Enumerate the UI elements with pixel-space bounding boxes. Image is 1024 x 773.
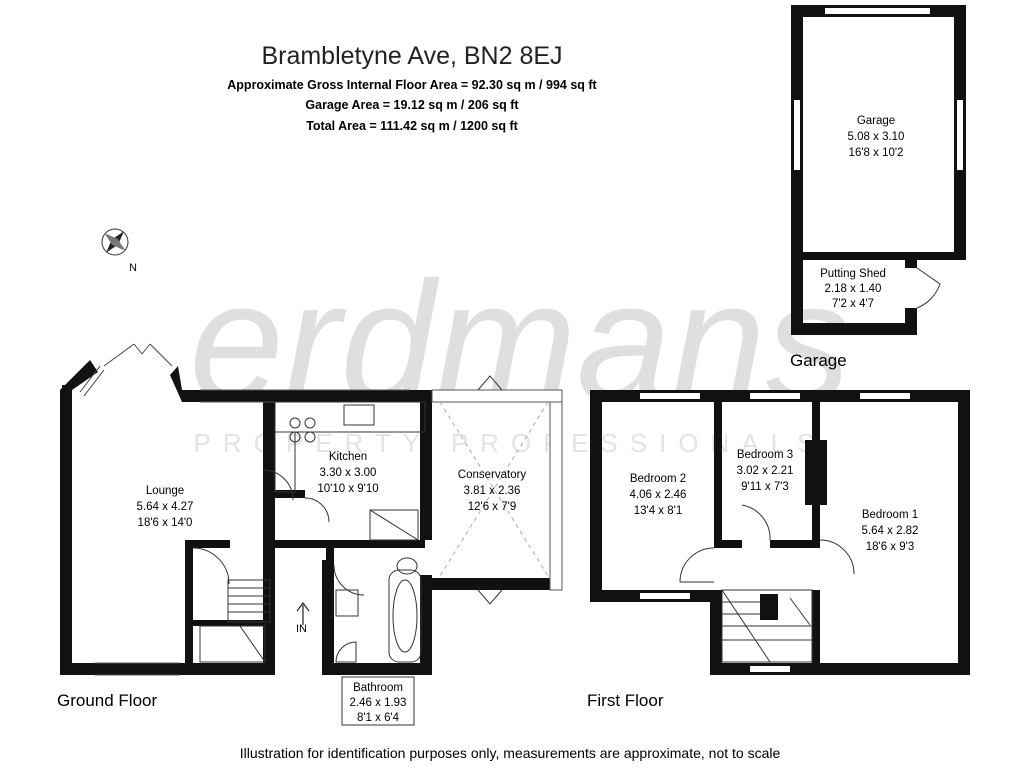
window-marks xyxy=(794,8,963,170)
room-metric: 3.81 x 2.36 xyxy=(464,485,521,497)
room-metric: 3.30 x 3.00 xyxy=(320,467,377,479)
bathroom-fixtures xyxy=(335,509,422,663)
room-metric: 5.08 x 3.10 xyxy=(848,131,905,143)
ground-floor-plan: IN Lounge 5.64 x 4.27 18'6 x 14'0 Kitche… xyxy=(57,343,563,726)
entrance-label: IN xyxy=(296,623,307,635)
room-imperial: 13'4 x 8'1 xyxy=(634,505,683,517)
address-title: Brambletyne Ave, BN2 8EJ xyxy=(261,42,562,70)
room-name: Lounge xyxy=(146,485,184,497)
room-name: Bedroom 3 xyxy=(737,449,793,461)
room-name: Bathroom xyxy=(353,682,403,694)
garage-area-text: Garage Area = 19.12 sq m / 206 sq ft xyxy=(305,98,519,112)
door-swings xyxy=(679,504,855,583)
room-label-garage: Garage 5.08 x 3.10 16'8 x 10'2 xyxy=(848,115,905,159)
room-metric: 2.18 x 1.40 xyxy=(825,283,882,295)
room-imperial: 7'2 x 4'7 xyxy=(832,298,874,310)
room-imperial: 18'6 x 9'3 xyxy=(866,541,915,553)
compass-rose-icon: N xyxy=(101,228,137,274)
room-imperial: 8'1 x 6'4 xyxy=(357,712,400,724)
room-label-lounge: Lounge 5.64 x 4.27 18'6 x 14'0 xyxy=(137,485,194,529)
room-label-bedroom2: Bedroom 2 4.06 x 2.46 13'4 x 8'1 xyxy=(630,473,687,517)
room-imperial: 12'6 x 7'9 xyxy=(468,501,517,513)
room-name: Bedroom 2 xyxy=(630,473,686,485)
room-metric: 4.06 x 2.46 xyxy=(630,489,687,501)
room-label-bedroom3: Bedroom 3 3.02 x 2.21 9'11 x 7'3 xyxy=(737,449,794,493)
room-label-shed: Putting Shed 2.18 x 1.40 7'2 x 4'7 xyxy=(820,268,886,310)
garage-floor-label: Garage xyxy=(790,351,847,370)
bay-window xyxy=(79,343,173,397)
door-swing xyxy=(916,267,941,309)
first-floor-label: First Floor xyxy=(587,691,664,710)
room-label-conservatory: Conservatory 3.81 x 2.36 12'6 x 7'9 xyxy=(458,469,527,513)
door-swings xyxy=(192,469,365,596)
room-name: Bedroom 1 xyxy=(862,509,918,521)
room-imperial: 10'10 x 9'10 xyxy=(317,483,378,495)
room-metric: 2.46 x 1.93 xyxy=(350,697,407,709)
entrance-arrow-icon xyxy=(296,602,310,625)
room-imperial: 16'8 x 10'2 xyxy=(849,147,904,159)
watermark-tagline: PROPERTY PROFESSIONALS xyxy=(194,428,827,458)
kitchen-units xyxy=(274,401,426,493)
exterior-walls xyxy=(60,360,434,675)
total-area-text: Total Area = 111.42 sq m / 1200 sq ft xyxy=(306,119,518,133)
room-metric: 5.64 x 4.27 xyxy=(137,501,194,513)
first-floor-plan: Bedroom 2 4.06 x 2.46 13'4 x 8'1 Bedroom… xyxy=(587,390,970,710)
room-label-bedroom1: Bedroom 1 5.64 x 2.82 18'6 x 9'3 xyxy=(862,509,919,553)
room-label-kitchen: Kitchen 3.30 x 3.00 10'10 x 9'10 xyxy=(317,451,378,495)
ground-floor-label: Ground Floor xyxy=(57,691,157,710)
conservatory-structure xyxy=(431,375,563,605)
room-name: Conservatory xyxy=(458,469,527,481)
staircase xyxy=(199,579,271,663)
watermark-brand: erdmans xyxy=(189,247,850,437)
room-metric: 5.64 x 2.82 xyxy=(862,525,919,537)
room-imperial: 18'6 x 14'0 xyxy=(138,517,193,529)
interior-walls xyxy=(185,490,425,665)
compass-label: N xyxy=(129,262,137,274)
staircase xyxy=(721,589,813,663)
garage-plan: Garage 5.08 x 3.10 16'8 x 10'2 Putting S… xyxy=(790,5,966,370)
room-name: Kitchen xyxy=(329,451,367,463)
interior-walls xyxy=(714,402,827,665)
watermark: erdmans PROPERTY PROFESSIONALS xyxy=(189,247,850,458)
gross-area-text: Approximate Gross Internal Floor Area = … xyxy=(227,78,597,92)
room-name: Putting Shed xyxy=(820,268,886,280)
room-label-bathroom: Bathroom 2.46 x 1.93 8'1 x 6'4 xyxy=(341,676,415,726)
room-name: Garage xyxy=(857,115,895,127)
header: Brambletyne Ave, BN2 8EJ Approximate Gro… xyxy=(227,42,597,133)
room-metric: 3.02 x 2.21 xyxy=(737,465,794,477)
disclaimer-text: Illustration for identification purposes… xyxy=(240,745,781,761)
window-marks xyxy=(640,393,910,672)
room-imperial: 9'11 x 7'3 xyxy=(741,481,789,493)
